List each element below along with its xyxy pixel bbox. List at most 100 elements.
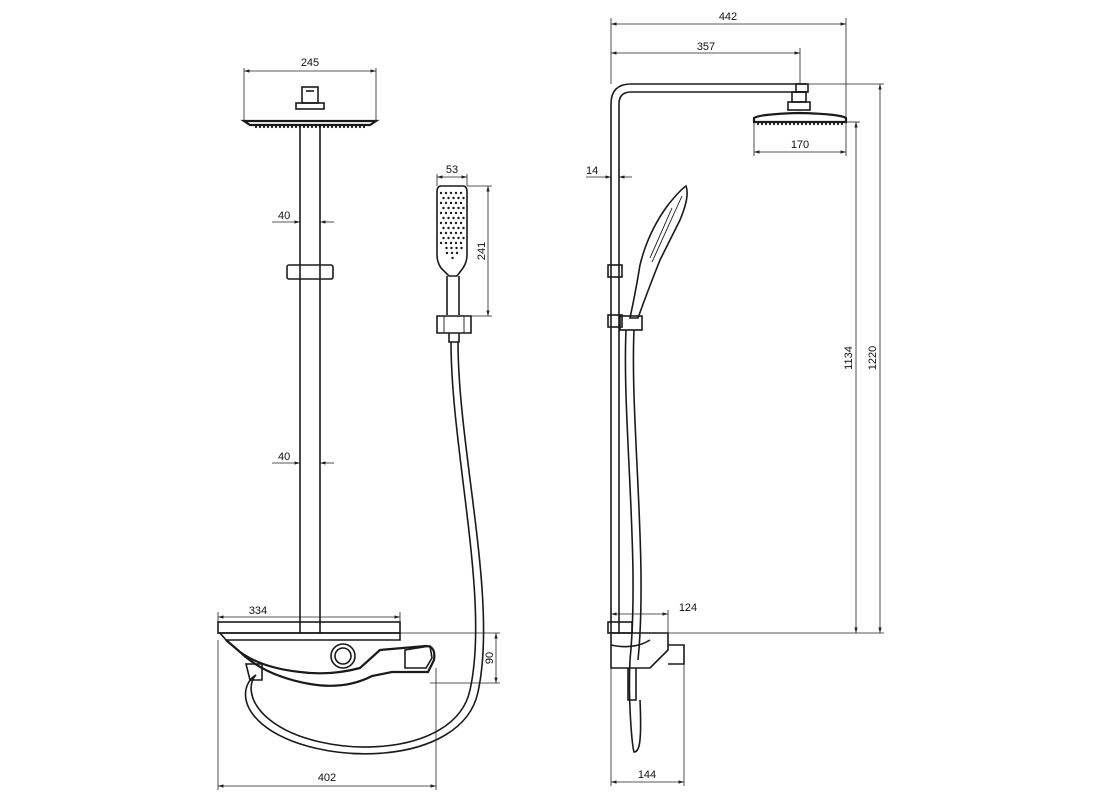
nozzle-dot	[459, 191, 463, 195]
nozzle-dot	[808, 122, 812, 126]
nozzle-dot	[444, 221, 448, 225]
nozzle-dot	[459, 211, 463, 215]
nozzle-dot	[447, 226, 450, 230]
nozzle-dot	[447, 196, 450, 200]
nozzle-dot	[784, 122, 788, 126]
nozzle-dot	[449, 241, 453, 245]
side-overhead-shower	[752, 91, 848, 126]
front-mixer	[217, 621, 436, 687]
nozzle-dot	[820, 122, 824, 126]
dim-hand-width: 53	[446, 164, 458, 176]
nozzle-dot	[282, 125, 286, 129]
nozzle-dot	[302, 125, 306, 129]
nozzle-dot	[451, 256, 454, 260]
dim-front-rail-top: 40	[278, 210, 290, 222]
nozzle-dot	[454, 201, 458, 205]
nozzle-dot	[452, 206, 455, 210]
dim-mixer-total: 402	[318, 772, 336, 784]
nozzle-dot	[445, 246, 448, 250]
side-head-nozzles	[756, 122, 844, 126]
nozzle-dot	[278, 125, 282, 129]
nozzle-dot	[439, 231, 443, 235]
nozzle-dot	[452, 216, 455, 220]
nozzle-dot	[444, 241, 448, 245]
dim-side-spout: 144	[638, 769, 656, 781]
nozzle-dot	[439, 241, 443, 245]
dim-front-rail-bottom: 40	[278, 451, 290, 463]
nozzle-dot	[462, 206, 465, 210]
nozzle-dot	[290, 125, 294, 129]
nozzle-dot	[274, 125, 278, 129]
nozzle-dot	[270, 125, 274, 129]
nozzle-dot	[756, 122, 760, 126]
nozzle-dot	[832, 122, 836, 126]
nozzle-dot	[439, 191, 443, 195]
nozzle-dot	[459, 231, 463, 235]
nozzle-dot	[322, 125, 326, 129]
nozzle-dot	[816, 122, 820, 126]
nozzle-dot	[455, 251, 459, 255]
nozzle-dot	[457, 196, 460, 200]
nozzle-dot	[450, 246, 453, 250]
nozzle-dot	[447, 206, 450, 210]
nozzle-dot	[788, 122, 792, 126]
nozzle-dot	[457, 206, 460, 210]
front-hand-shower	[244, 185, 485, 755]
side-dimensions: 442 357 14 170 1134 1220 124 144	[586, 11, 884, 786]
nozzle-dot	[459, 201, 463, 205]
dim-mixer-shelf: 334	[249, 605, 267, 617]
nozzle-dot	[780, 122, 784, 126]
nozzle-dot	[358, 125, 362, 129]
nozzle-dot	[812, 122, 816, 126]
nozzle-dot	[460, 246, 463, 250]
nozzle-dot	[442, 206, 445, 210]
nozzle-dot	[442, 236, 445, 240]
nozzle-dot	[447, 216, 450, 220]
nozzle-dot	[350, 125, 354, 129]
dim-front-head-width: 245	[301, 57, 319, 69]
nozzle-dot	[314, 125, 318, 129]
nozzle-dot	[449, 201, 453, 205]
nozzle-dot	[334, 125, 338, 129]
nozzle-dot	[445, 251, 449, 255]
nozzle-dot	[804, 122, 808, 126]
nozzle-dot	[266, 125, 270, 129]
nozzle-dot	[262, 125, 266, 129]
nozzle-dot	[772, 122, 776, 126]
dim-side-height-total: 1220	[867, 346, 879, 370]
nozzle-dot	[462, 226, 465, 230]
nozzle-dot	[452, 196, 455, 200]
nozzle-dot	[439, 221, 443, 225]
front-dimensions: 245 40 40 53 241 334 90	[217, 57, 500, 790]
dim-side-rail: 14	[586, 165, 598, 177]
front-view: 245 40 40 53 241 334 90	[217, 57, 500, 790]
nozzle-dot	[796, 122, 800, 126]
dim-side-head: 170	[791, 139, 809, 151]
nozzle-dot	[457, 236, 460, 240]
nozzle-dot	[462, 236, 465, 240]
nozzle-dot	[454, 191, 458, 195]
nozzle-dot	[330, 125, 334, 129]
dim-side-arm: 357	[697, 41, 715, 53]
nozzle-dot	[442, 226, 445, 230]
nozzle-dot	[454, 221, 458, 225]
nozzle-dot	[439, 201, 443, 205]
nozzle-dot	[457, 226, 460, 230]
nozzle-dot	[768, 122, 772, 126]
nozzle-dot	[354, 125, 358, 129]
nozzle-dot	[338, 125, 342, 129]
nozzle-dot	[346, 125, 350, 129]
nozzle-dot	[452, 236, 455, 240]
side-view: 442 357 14 170 1134 1220 124 144	[586, 11, 884, 786]
nozzle-dot	[449, 211, 453, 215]
nozzle-dot	[836, 122, 840, 126]
nozzle-dot	[447, 236, 450, 240]
hand-shower-nozzles	[439, 191, 465, 260]
nozzle-dot	[449, 231, 453, 235]
nozzle-dot	[840, 122, 844, 126]
nozzle-dot	[776, 122, 780, 126]
nozzle-dot	[452, 226, 455, 230]
side-hand-shower	[619, 184, 688, 753]
nozzle-dot	[342, 125, 346, 129]
